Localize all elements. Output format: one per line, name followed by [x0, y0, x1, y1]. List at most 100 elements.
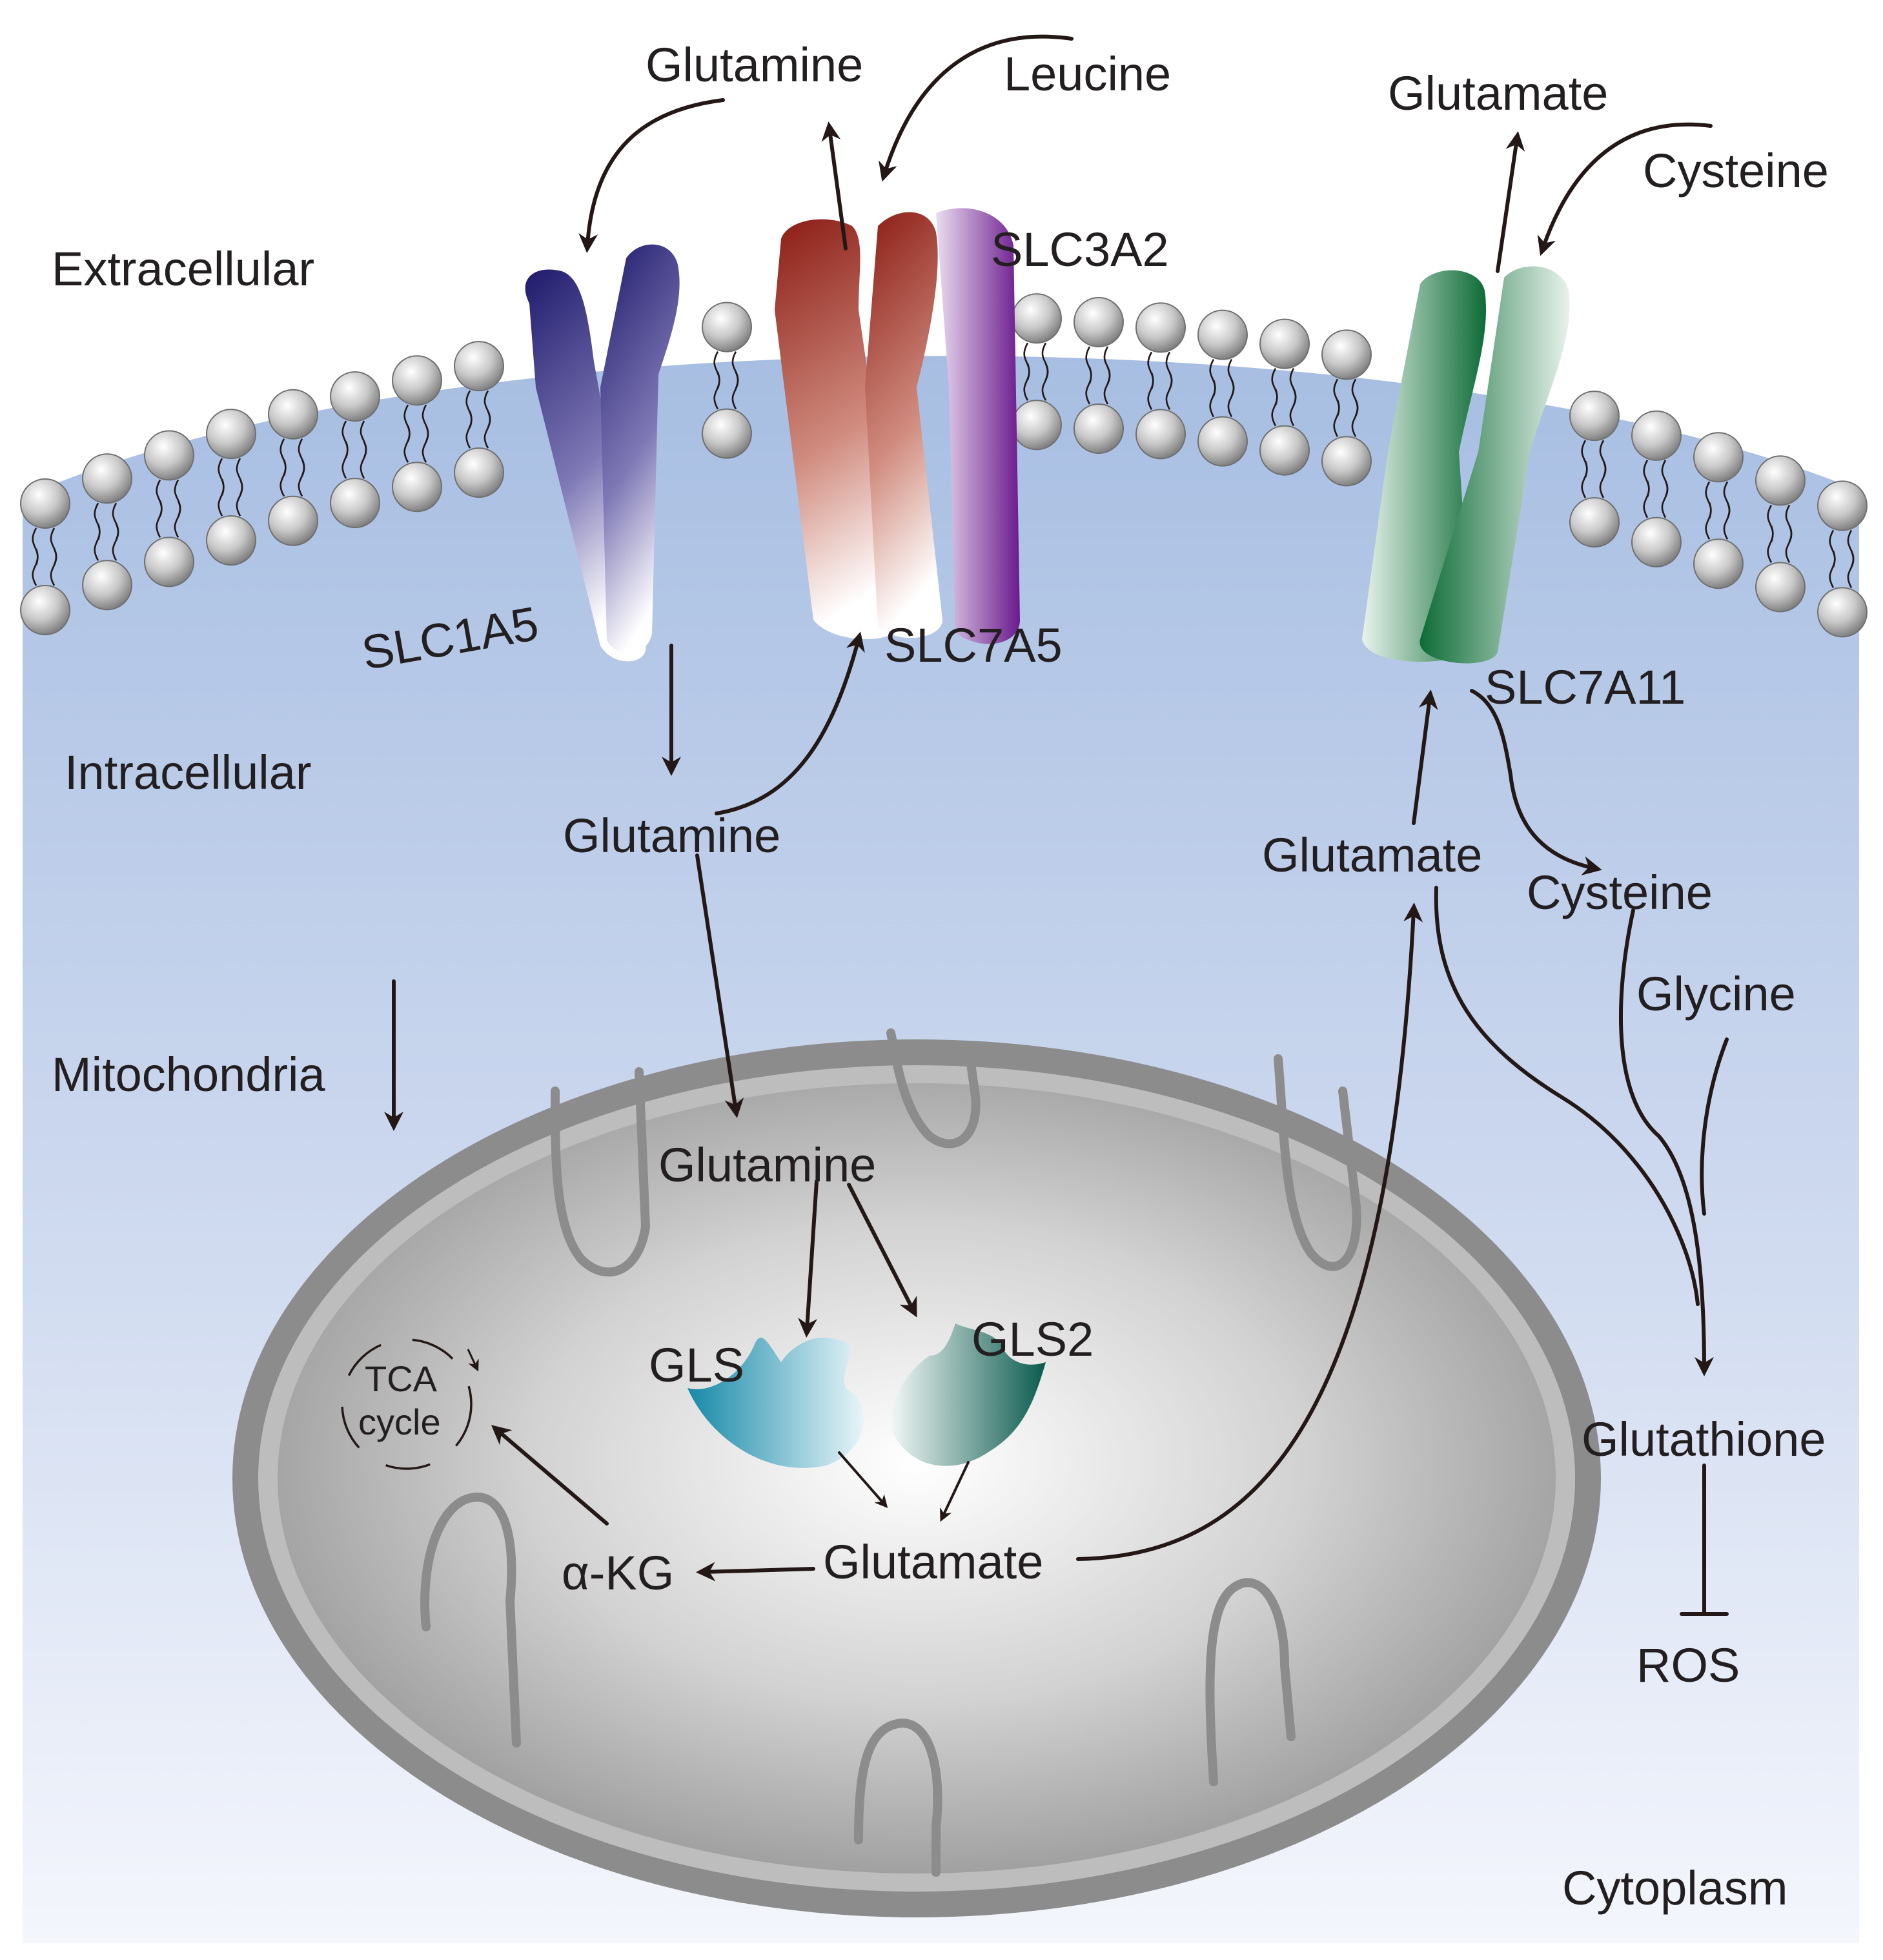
leucine-label: Leucine: [1004, 47, 1171, 101]
lipid-head: [1631, 410, 1682, 461]
akg-label: α-KG: [562, 1546, 674, 1600]
lipid-tail: [713, 372, 739, 410]
lipid-tail: [1767, 525, 1793, 564]
cysteine-cytoplasm-label: Cysteine: [1527, 866, 1713, 919]
arrow-leucine-to-slc7a5: [879, 34, 1074, 182]
arrow-gls2-to-glutamate: [940, 1461, 970, 1522]
arrow-slc7a11-to-glutamate: [1496, 131, 1525, 273]
slc7a5-label: SLC7A5: [884, 618, 1063, 672]
lipid-head: [1074, 403, 1124, 454]
lipid-head: [702, 408, 752, 459]
glutathione-label: Glutathione: [1582, 1413, 1826, 1466]
slc7a11-label: SLC7A11: [1485, 660, 1685, 714]
glutamate-extracellular-label: Glutamate: [1388, 66, 1608, 120]
ros-label: ROS: [1636, 1638, 1740, 1692]
arrow-glutamate-to-glutathione: [1434, 886, 1700, 1306]
lipid-head: [1321, 329, 1372, 380]
glutamate-mito-label: Glutamate: [823, 1535, 1043, 1589]
lipid-head: [144, 430, 194, 481]
arrow-glycine-to-glutathione: [1700, 1037, 1729, 1216]
lipid-head: [1321, 436, 1372, 487]
lipid-tail: [465, 411, 491, 449]
arrow-slc7a11-to-cysteine: [1470, 689, 1602, 875]
lipid-head: [268, 389, 318, 440]
cell-membrane: [20, 293, 1868, 638]
lipid-head: [1569, 391, 1620, 442]
mitochondrion: [232, 1028, 1601, 1917]
glutamine-extracellular-label: Glutamine: [646, 38, 863, 92]
glutamine-mito-label: Glutamine: [658, 1138, 876, 1192]
mitochondria-label: Mitochondria: [52, 1048, 326, 1101]
arrow-mito-glutamate-to-cytoplasm: [1076, 903, 1423, 1561]
reaction-arrows: [384, 34, 1729, 1616]
lipid-tail: [156, 500, 181, 538]
lipid-head: [1135, 409, 1186, 460]
lipid-head: [330, 371, 380, 422]
lipid-head: [1259, 425, 1310, 476]
lipid-head: [392, 355, 442, 406]
tca-cycle-circle: [341, 1338, 479, 1470]
lipid-tail: [218, 478, 243, 516]
lipid-head: [1693, 432, 1744, 483]
lipid-tail: [403, 425, 429, 463]
lipid-tail: [1829, 550, 1855, 588]
lipid-head: [1631, 516, 1682, 567]
lipid-head: [82, 560, 132, 611]
lipid-head: [1817, 480, 1868, 531]
arrow-cysteine-to-glutathione: [1618, 908, 1714, 1376]
intracellular-label: Intracellular: [65, 746, 312, 799]
gls2-enzyme: [891, 1323, 1046, 1466]
glutamine-cytoplasm-label: Glutamine: [563, 809, 780, 863]
lipid-head: [1074, 296, 1124, 347]
arrow-glutamate-to-slc7a11: [1412, 689, 1438, 825]
lipid-head: [1817, 587, 1868, 638]
arrow-akg-to-tca: [491, 1425, 609, 1526]
arrow-glutamine-to-gls2: [847, 1183, 917, 1318]
lipid-head: [206, 515, 256, 566]
lipid-head: [1135, 302, 1186, 353]
lipid-head: [1755, 455, 1806, 506]
lipid-tail: [1581, 460, 1607, 498]
arrow-glutamine-to-slc7a5: [715, 631, 865, 815]
lipid-head: [702, 301, 752, 352]
arrow-gls-to-glutamate: [838, 1451, 888, 1509]
slc7a11-transporter: [1362, 266, 1570, 664]
lipid-head: [1755, 562, 1806, 613]
lipid-head: [454, 447, 504, 498]
slc1a5-transporter: [525, 244, 680, 662]
lipid-head: [1012, 293, 1062, 344]
glycine-label: Glycine: [1636, 967, 1796, 1021]
lipid-tail: [1085, 367, 1111, 405]
arrow-glutamate-to-akg: [696, 1562, 815, 1582]
lipid-tail: [280, 459, 305, 497]
gls2-label: GLS2: [972, 1312, 1094, 1366]
lipid-tail: [1271, 389, 1297, 427]
lipid-head: [20, 585, 70, 636]
extracellular-label: Extracellular: [52, 242, 314, 296]
lipid-tail: [341, 441, 367, 479]
lipid-tail: [1643, 480, 1669, 518]
lipid-head: [206, 409, 256, 460]
gls-label: GLS: [649, 1338, 744, 1392]
lipid-head: [330, 478, 380, 529]
lipid-tail: [94, 523, 119, 561]
tca-label: TCA: [365, 1358, 438, 1399]
cytoplasm-label: Cytoplasm: [1562, 1861, 1788, 1915]
lipid-tail: [1147, 372, 1173, 411]
lipid-tail: [1333, 399, 1359, 438]
cristae: [420, 1028, 1361, 1877]
lipid-tail: [1209, 380, 1235, 418]
inhibition-glutathione-ros: [1680, 1464, 1729, 1616]
arrow-cysteine-to-slc7a11: [1537, 122, 1713, 256]
lipid-tail: [1705, 502, 1731, 540]
slc3a2-label: SLC3A2: [991, 223, 1169, 276]
lipid-head: [1012, 400, 1062, 451]
arrow-glutamine-to-gls: [798, 1179, 819, 1338]
lipid-head: [268, 495, 318, 546]
arrow-glutamine-into-mito: [695, 853, 744, 1118]
lipid-head: [1569, 497, 1620, 548]
lipid-tail: [1023, 363, 1049, 401]
gls-enzyme: [687, 1337, 864, 1468]
lipid-head: [392, 462, 442, 513]
